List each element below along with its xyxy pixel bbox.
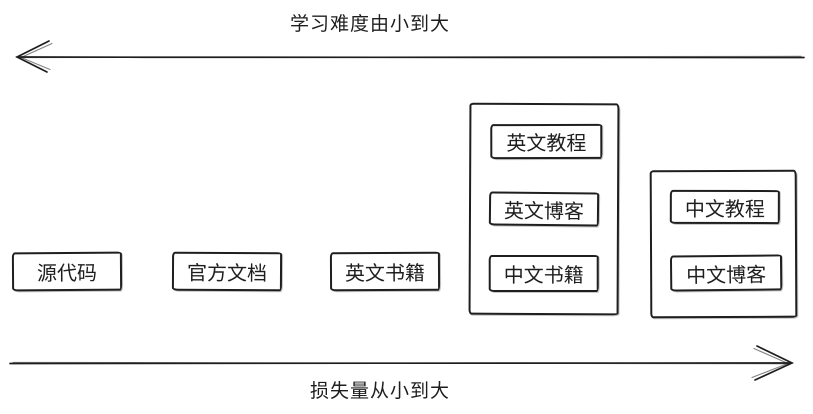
box-chinese-books: 中文书籍 (488, 254, 599, 293)
box-chinese-books-label: 中文书籍 (503, 264, 584, 288)
right-arrow-icon (9, 345, 794, 381)
box-english-books-label: 英文书籍 (344, 262, 426, 286)
box-source-code-label: 源代码 (36, 262, 98, 286)
left-arrow-icon (15, 40, 805, 73)
difficulty-axis-label: 学习难度由小到大 (290, 14, 451, 35)
group-box-english: 英文教程 英文博客 中文书籍 (468, 102, 620, 316)
box-chinese-tutorials-label: 中文教程 (684, 198, 765, 221)
box-official-docs: 官方文档 (171, 251, 283, 292)
box-chinese-blogs-label: 中文博客 (686, 264, 767, 287)
box-chinese-tutorials: 中文教程 (669, 189, 780, 225)
box-english-blogs-label: 英文博客 (503, 200, 585, 223)
box-official-docs-label: 官方文档 (186, 262, 268, 286)
box-english-blogs: 英文博客 (488, 191, 600, 227)
box-english-tutorials-label: 英文教程 (506, 132, 587, 156)
box-source-code: 源代码 (11, 251, 123, 292)
box-chinese-blogs: 中文博客 (669, 254, 783, 292)
box-english-tutorials: 英文教程 (490, 123, 603, 160)
box-english-books: 英文书籍 (329, 251, 441, 292)
loss-axis-label: 损失量从小到大 (310, 381, 451, 402)
group-box-chinese: 中文教程 中文博客 (649, 169, 798, 319)
